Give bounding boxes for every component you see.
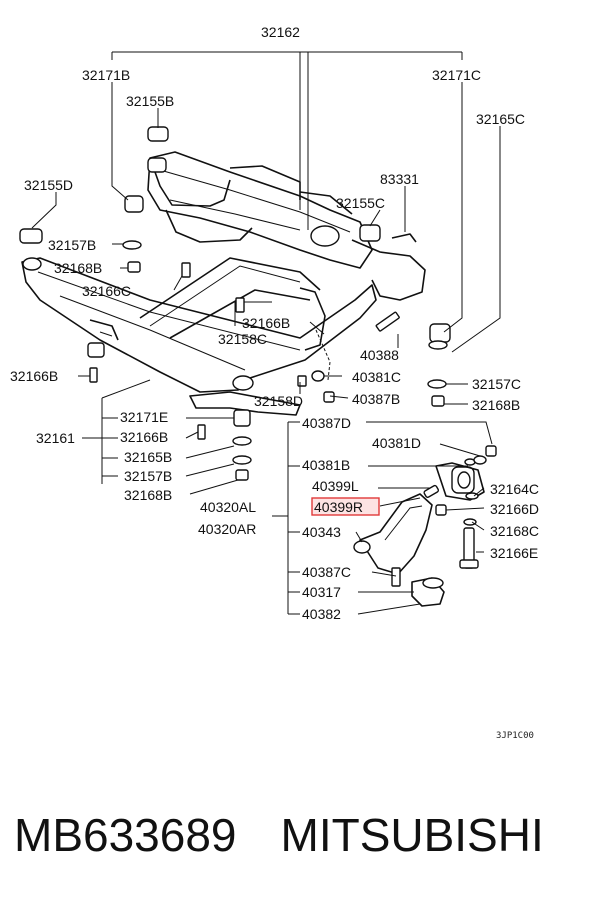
label-40382: 40382 — [302, 606, 341, 622]
label-32155D: 32155D — [24, 177, 73, 193]
frame-mounts — [19, 126, 451, 481]
label-32168B: 32168B — [54, 260, 102, 276]
label-40387C: 40387C — [302, 564, 351, 580]
label-40399R: 40399R — [314, 499, 363, 515]
label-40387D: 40387D — [302, 415, 351, 431]
label-40381C: 40381C — [352, 369, 401, 385]
brand-name: MITSUBISHI — [280, 809, 544, 861]
label-32166B: 32166B — [242, 315, 290, 331]
label-32164C: 32164C — [490, 481, 539, 497]
label-32166B-left: 32166B — [10, 368, 58, 384]
leader-lines — [31, 51, 501, 615]
label-32162: 32162 — [261, 24, 300, 40]
label-32166E: 32166E — [490, 545, 538, 561]
label-32171B: 32171B — [82, 67, 130, 83]
label-32166C: 32166C — [82, 283, 131, 299]
label-40388: 40388 — [360, 347, 399, 363]
label-32158D: 32158D — [254, 393, 303, 409]
drawing-code: 3JP1C00 — [496, 731, 534, 741]
part-labels: 32162 32171B 32171C 32155B 32165C 32155D… — [10, 24, 539, 741]
label-32157B: 32157B — [48, 237, 96, 253]
label-40381D: 40381D — [372, 435, 421, 451]
footer: MB633689 MITSUBISHI — [14, 808, 594, 862]
label-32166D: 32166D — [490, 501, 539, 517]
label-32165C: 32165C — [476, 111, 525, 127]
label-83331: 83331 — [380, 171, 419, 187]
label-32157C: 32157C — [472, 376, 521, 392]
label-32155C: 32155C — [336, 195, 385, 211]
label-40399L: 40399L — [312, 478, 359, 494]
label-32166B-lower: 32166B — [120, 429, 168, 445]
label-32161: 32161 — [36, 430, 75, 446]
lower-arm — [353, 445, 497, 607]
label-32171E: 32171E — [120, 409, 168, 425]
label-40381B: 40381B — [302, 457, 350, 473]
label-40320AR: 40320AR — [198, 521, 256, 537]
crossmember-frame — [21, 151, 426, 416]
label-40343: 40343 — [302, 524, 341, 540]
label-32158C: 32158C — [218, 331, 267, 347]
label-32168C: 32168C — [490, 523, 539, 539]
label-32168B-lower: 32168B — [124, 487, 172, 503]
label-40317: 40317 — [302, 584, 341, 600]
highlight-40399R — [311, 497, 380, 516]
label-32157B-lower: 32157B — [124, 468, 172, 484]
label-32155B: 32155B — [126, 93, 174, 109]
part-number: MB633689 — [14, 809, 237, 861]
label-32171C: 32171C — [432, 67, 481, 83]
label-40320AL: 40320AL — [200, 499, 256, 515]
label-32165B: 32165B — [124, 449, 172, 465]
label-32168B-right: 32168B — [472, 397, 520, 413]
label-40387B: 40387B — [352, 391, 400, 407]
